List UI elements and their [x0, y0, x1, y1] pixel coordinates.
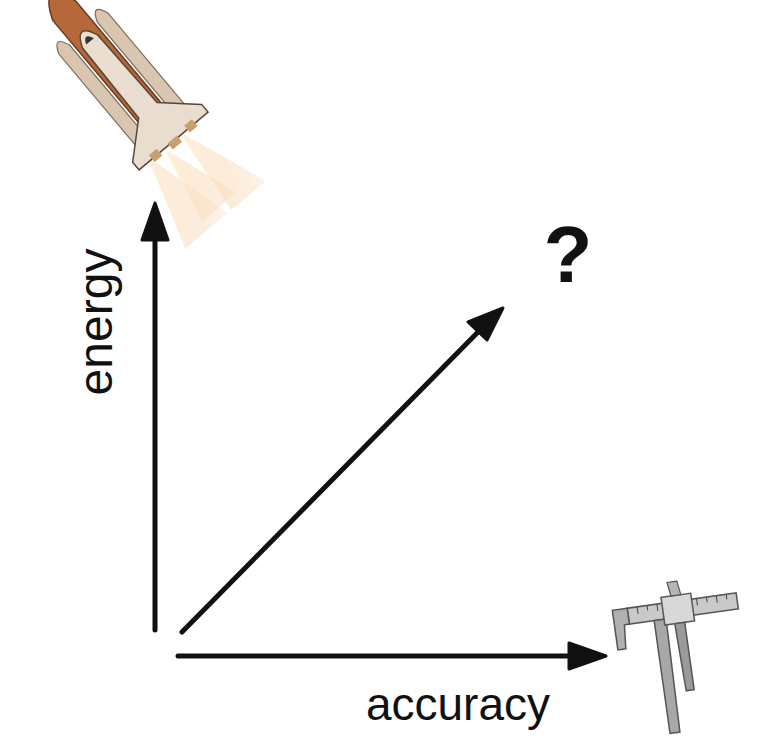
axis-label: energy	[72, 249, 120, 396]
question-mark: ?	[544, 215, 593, 295]
accuracy-axis	[178, 643, 606, 669]
caliper-icon	[610, 573, 755, 739]
energy-axis	[142, 203, 168, 630]
rocket-icon	[5, 0, 265, 248]
axis-label: accuracy	[366, 681, 550, 727]
diagonal-arrow	[182, 308, 503, 632]
